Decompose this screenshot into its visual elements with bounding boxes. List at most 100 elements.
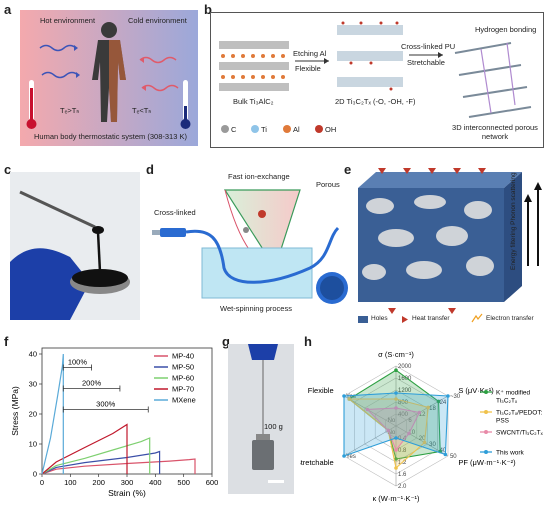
radar-tick-label: 30 bbox=[429, 442, 436, 448]
series-line-mp-70 bbox=[41, 423, 128, 475]
wet-spinning-illustration bbox=[152, 189, 348, 304]
legend-label-line: K⁺ modified bbox=[496, 390, 531, 397]
x-tick-label: 500 bbox=[177, 478, 190, 487]
energy-filtering-illustration bbox=[358, 168, 542, 323]
mxene-sheets-icon bbox=[337, 21, 403, 91]
porous-label: Porous bbox=[316, 180, 340, 189]
legend-marker bbox=[484, 410, 488, 414]
panel-label-a: a bbox=[4, 2, 12, 17]
x-tick-label: 300 bbox=[121, 478, 134, 487]
panel-a-caption: Human body thermostatic system (308-313 … bbox=[34, 132, 187, 141]
panel-g-photo: 100 g bbox=[228, 344, 294, 494]
x-tick-label: 400 bbox=[149, 478, 162, 487]
radar-tick-label: 0.8 bbox=[398, 448, 407, 454]
strain-annotation-label: 100% bbox=[68, 358, 88, 367]
legend-oh-label: OH bbox=[325, 125, 337, 134]
panel-label-e: e bbox=[344, 162, 352, 177]
panel-b: Bulk Ti₃AlC₂ Etching Al Flexible 2D Ti₃C… bbox=[210, 12, 544, 148]
legend-label: Ti₃C₂Tₓ/PEDOT:PSS bbox=[496, 410, 543, 425]
legend-label-line: Ti₃C₂Tₓ bbox=[496, 398, 518, 405]
radar-tick-label: 12 bbox=[419, 412, 426, 418]
y-axis-label: Stress (MPa) bbox=[10, 386, 20, 436]
crosslinked-label: Cross-linked bbox=[154, 208, 196, 217]
radar-point bbox=[436, 399, 441, 404]
hydrogen-bonding-label: Hydrogen bonding bbox=[475, 25, 537, 34]
stretchable-label: Stretchable bbox=[407, 58, 445, 67]
network-label: 3D interconnected porous network bbox=[452, 123, 538, 141]
radar-point bbox=[417, 410, 422, 415]
legend-label: MXene bbox=[172, 396, 196, 405]
series-line-mxene bbox=[41, 353, 64, 475]
radar-point bbox=[365, 407, 370, 412]
holes bbox=[362, 195, 494, 280]
molecule-icon bbox=[243, 210, 266, 233]
flexible-label: Flexible bbox=[295, 64, 321, 73]
legend-label-line: PSS bbox=[496, 418, 510, 425]
legend-label: SWCNT/Ti₃C₂Tₓ bbox=[496, 430, 544, 437]
radar-point bbox=[446, 394, 450, 398]
weight-photo bbox=[248, 344, 284, 483]
radar-tick-label: No bbox=[388, 430, 396, 436]
y-tick-label: 0 bbox=[33, 470, 37, 479]
radar-axis-label: Flexible bbox=[308, 386, 334, 395]
radar-tick-label: 2000 bbox=[398, 364, 412, 370]
radar-point bbox=[394, 391, 398, 395]
glove-ink-photo bbox=[10, 190, 130, 320]
legend-ti-label: Ti bbox=[261, 125, 267, 134]
radar-point bbox=[407, 431, 411, 436]
radar-tick-label: 40 bbox=[440, 448, 447, 454]
panel-label-c: c bbox=[4, 162, 12, 177]
heat-arrows bbox=[378, 168, 486, 314]
x-axis-label: Strain (%) bbox=[108, 488, 146, 498]
syringe-icon bbox=[152, 228, 186, 237]
legend-label-line: SWCNT/Ti₃C₂Tₓ bbox=[496, 430, 544, 437]
series-line-mp-40 bbox=[41, 458, 196, 475]
radar-tick-label: 18 bbox=[429, 406, 436, 412]
radar-tick-label: No bbox=[388, 418, 396, 424]
legend-label: This work bbox=[496, 450, 525, 457]
radar-tick-label: 6 bbox=[408, 418, 412, 424]
radar-axis-label: Stretchable bbox=[300, 458, 334, 467]
x-tick-label: 200 bbox=[92, 478, 105, 487]
bulk-structure-icon bbox=[219, 41, 289, 91]
radar-point bbox=[342, 394, 346, 398]
legend-label: MP-70 bbox=[172, 385, 194, 394]
y-tick-label: 10 bbox=[29, 440, 37, 449]
wet-spinning-label: Wet-spinning process bbox=[220, 304, 292, 313]
radar-point bbox=[422, 440, 427, 445]
etching-label: Etching Al bbox=[293, 49, 327, 58]
radar-point bbox=[394, 448, 398, 452]
porous-network-icon bbox=[454, 42, 532, 118]
radar-tick-label: 20 bbox=[419, 436, 426, 442]
legend-marker bbox=[484, 430, 488, 434]
cold-environment-label: Cold environment bbox=[128, 16, 187, 25]
radar-tick-label: 1200 bbox=[398, 388, 412, 394]
axis-arrows bbox=[527, 186, 539, 266]
radar-point bbox=[394, 406, 398, 410]
hot-thermometer-icon bbox=[26, 80, 37, 129]
panel-label-b: b bbox=[204, 2, 212, 17]
legend-holes-label: Holes bbox=[371, 315, 388, 322]
legend-label: MP-40 bbox=[172, 352, 194, 361]
panel-c-photo bbox=[10, 172, 140, 320]
radar-tick-label: Yes bbox=[346, 394, 356, 400]
radar-tick-label: 24 bbox=[440, 400, 447, 406]
strain-annotation-label: 200% bbox=[82, 379, 102, 388]
x-tick-label: 100 bbox=[64, 478, 77, 487]
y-tick-label: 30 bbox=[29, 380, 37, 389]
panel-b-illustration bbox=[219, 21, 532, 133]
atom-legend bbox=[221, 125, 323, 133]
radar-axis-label: σ (S·cm⁻¹) bbox=[378, 350, 414, 359]
radar-point bbox=[394, 457, 398, 461]
y-tick-label: 20 bbox=[29, 410, 37, 419]
hot-environment-label: Hot environment bbox=[40, 16, 96, 25]
radar-point bbox=[394, 397, 398, 401]
panel-label-h: h bbox=[304, 334, 312, 349]
radar-tick-label: 800 bbox=[398, 400, 409, 406]
legend-label: MP-50 bbox=[172, 363, 194, 372]
y-tick-label: 40 bbox=[29, 350, 37, 359]
radar-tick-label: 0.4 bbox=[398, 436, 407, 442]
